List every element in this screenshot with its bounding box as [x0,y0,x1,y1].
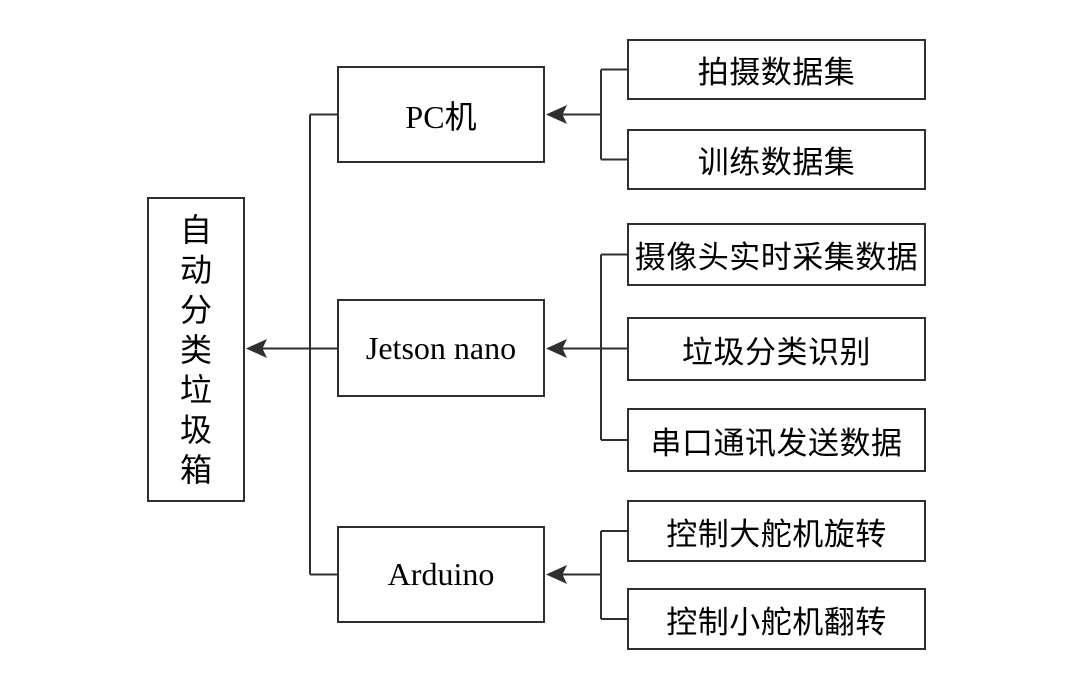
arrowhead-root-icon [246,339,267,358]
node-small-servo-flip-label: 控制小舵机翻转 [666,604,887,640]
node-garbage-classify-label: 垃圾分类识别 [682,334,871,370]
node-pc-label: PC机 [405,98,477,135]
node-serial-send: 串口通讯发送数据 [627,408,926,472]
node-arduino-label: Arduino [387,556,495,592]
node-shoot-dataset: 拍摄数据集 [627,39,926,100]
node-arduino: Arduino [337,526,545,623]
node-shoot-dataset-label: 拍摄数据集 [697,55,856,90]
node-pc: PC机 [337,66,545,163]
node-big-servo-rotate-label: 控制大舵机旋转 [666,516,887,552]
node-big-servo-rotate: 控制大舵机旋转 [627,500,926,562]
node-garbage-classify: 垃圾分类识别 [627,317,926,381]
node-root: 自动分类垃圾箱 [147,197,245,502]
node-train-dataset: 训练数据集 [627,129,926,190]
connector-root-group [260,113,338,576]
node-camera-capture-label: 摄像头实时采集数据 [634,240,919,275]
arrowhead-pc-icon [546,105,567,124]
node-serial-send-label: 串口通讯发送数据 [650,425,903,461]
connector-pc-group [560,68,628,161]
node-camera-capture: 摄像头实时采集数据 [627,223,926,286]
arrowhead-jetson-icon [546,339,567,358]
node-small-servo-flip: 控制小舵机翻转 [627,588,926,650]
connector-jetson-group [560,253,628,441]
connector-arduino-group [560,530,628,620]
node-root-label: 自动分类垃圾箱 [179,211,212,488]
arrowhead-arduino-icon [546,565,567,584]
node-jetson-nano: Jetson nano [337,299,545,397]
node-jetson-nano-label: Jetson nano [365,329,517,366]
node-train-dataset-label: 训练数据集 [697,145,856,180]
